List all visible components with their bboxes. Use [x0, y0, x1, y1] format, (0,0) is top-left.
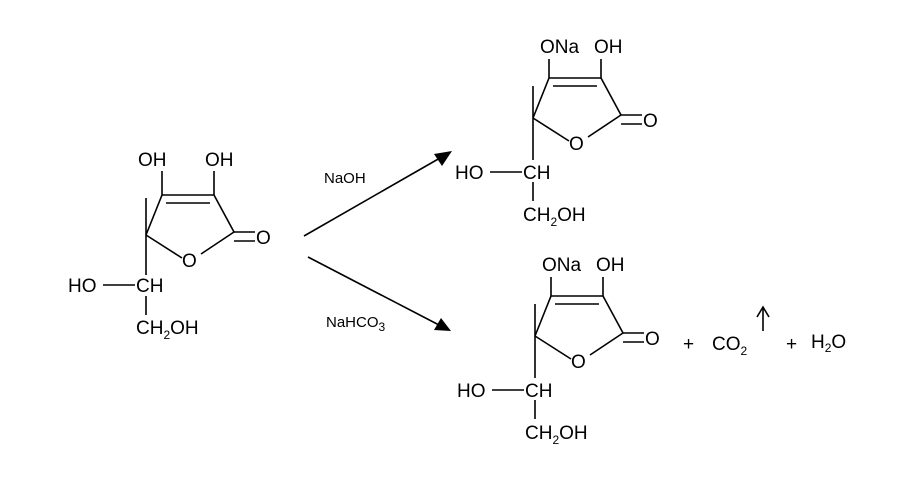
ring-oxygen-label: O [182, 251, 197, 272]
ch2oh-label: CH2OH [136, 318, 199, 342]
arrow-line [303, 157, 441, 237]
reagent-nahco3: NaHCO3 [326, 314, 386, 334]
arrow-head [434, 151, 452, 166]
bond [602, 295, 624, 334]
oh-label: OH [138, 150, 167, 171]
bond [589, 332, 624, 356]
carbonyl-oxygen-label: O [256, 228, 271, 249]
bond [200, 231, 235, 255]
carbonyl-oxygen-label: O [643, 111, 658, 132]
ona-label: ONa [540, 37, 580, 58]
product-top-molecule: ONa OH O O HO CH CH2OH [455, 37, 658, 229]
oh-label: OH [205, 150, 234, 171]
ho-label: HO [68, 276, 97, 297]
ring-oxygen-label: O [569, 134, 584, 155]
h2o-label: H2O [811, 332, 846, 355]
bond [532, 117, 570, 142]
gas-evolution-arrow-icon [756, 305, 770, 331]
ch-label: CH [525, 381, 552, 402]
bond [532, 77, 550, 119]
bond [145, 194, 163, 236]
arrow-naoh [303, 151, 452, 237]
arrow-line [307, 256, 440, 326]
reagent-naoh: NaOH [324, 170, 366, 187]
carbonyl-oxygen-label: O [645, 329, 660, 350]
bond [534, 295, 552, 337]
ona-label: ONa [542, 255, 582, 276]
co2-label: CO2 [712, 334, 748, 358]
bond [213, 194, 235, 233]
plus-sign: + [683, 334, 694, 355]
bond [145, 234, 183, 259]
ch2oh-label: CH2OH [523, 205, 586, 229]
arrow-head [434, 318, 451, 331]
ch-label: CH [523, 163, 550, 184]
ch-label: CH [136, 276, 163, 297]
ring-oxygen-label: O [571, 352, 586, 373]
ho-label: HO [457, 381, 486, 402]
bond [587, 114, 622, 138]
reactant-molecule: OH OH O O HO CH CH2OH [68, 150, 271, 342]
ho-label: HO [455, 163, 484, 184]
oh-label: OH [594, 37, 623, 58]
product-bottom-molecule: ONa OH O O HO CH CH2OH [457, 255, 660, 447]
ch2oh-label: CH2OH [525, 423, 588, 447]
bond [600, 77, 622, 116]
plus-sign: + [786, 334, 797, 355]
oh-label: OH [596, 255, 625, 276]
arrow-head [756, 305, 770, 318]
bond [534, 335, 572, 360]
arrow-nahco3 [307, 256, 451, 331]
